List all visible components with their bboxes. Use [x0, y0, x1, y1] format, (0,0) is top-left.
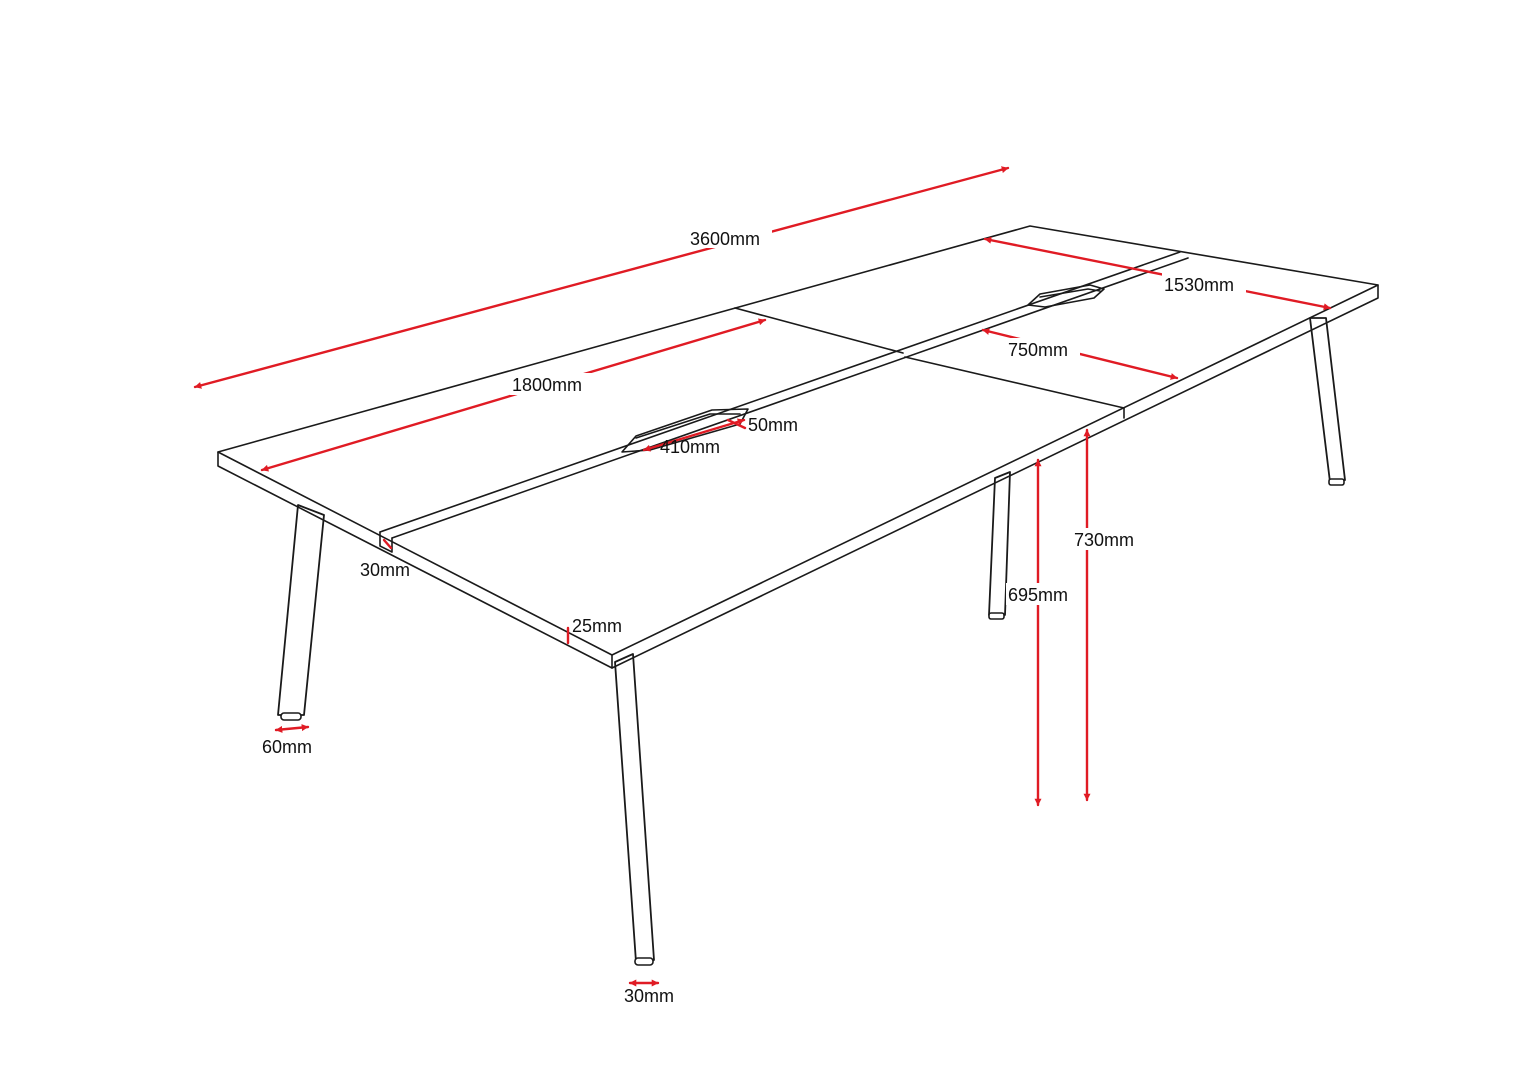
- dim-leg-width: [274, 724, 310, 733]
- label-cable-port-width: 410mm: [660, 437, 720, 457]
- cross-joint-back: [734, 307, 904, 354]
- dim-cable-port-depth: [726, 418, 747, 430]
- label-leg-width: 60mm: [262, 737, 312, 757]
- table-top-front-edge: [217, 451, 613, 669]
- label-overall-length: 3600mm: [690, 229, 760, 249]
- label-overall-width: 1530mm: [1164, 275, 1234, 295]
- label-split-gap: 30mm: [360, 560, 410, 580]
- label-underside-height: 695mm: [1008, 585, 1068, 605]
- foot-middle-front: [988, 612, 1005, 620]
- split-notch: [379, 531, 393, 553]
- foot-front-right: [634, 957, 654, 966]
- leg-front-right: [614, 653, 655, 963]
- leg-front-left: [277, 504, 325, 716]
- dim-cable-port-width: [642, 418, 746, 452]
- cable-port-right: [1027, 284, 1105, 308]
- label-leg-depth: 30mm: [624, 986, 674, 1006]
- cross-joint-front: [904, 356, 1125, 409]
- label-desk-depth: 750mm: [1008, 340, 1068, 360]
- dim-split-gap: [382, 538, 393, 550]
- label-cable-port-depth: 50mm: [748, 415, 798, 435]
- dimension-labels: 3600mm 1530mm 1800mm 750mm 410mm 50mm 30…: [262, 226, 1246, 1006]
- foot-back-right: [1328, 478, 1345, 486]
- label-overall-height: 730mm: [1074, 530, 1134, 550]
- table-legs: [277, 317, 1346, 966]
- dim-overall-width: [983, 236, 1332, 311]
- label-desk-length: 1800mm: [512, 375, 582, 395]
- center-split-line-b: [391, 257, 1189, 539]
- leg-back-right: [1309, 317, 1346, 483]
- foot-front-left: [280, 712, 302, 721]
- leg-middle-front: [988, 471, 1011, 616]
- table-top-right-edge: [611, 284, 1379, 669]
- label-top-thickness: 25mm: [572, 616, 622, 636]
